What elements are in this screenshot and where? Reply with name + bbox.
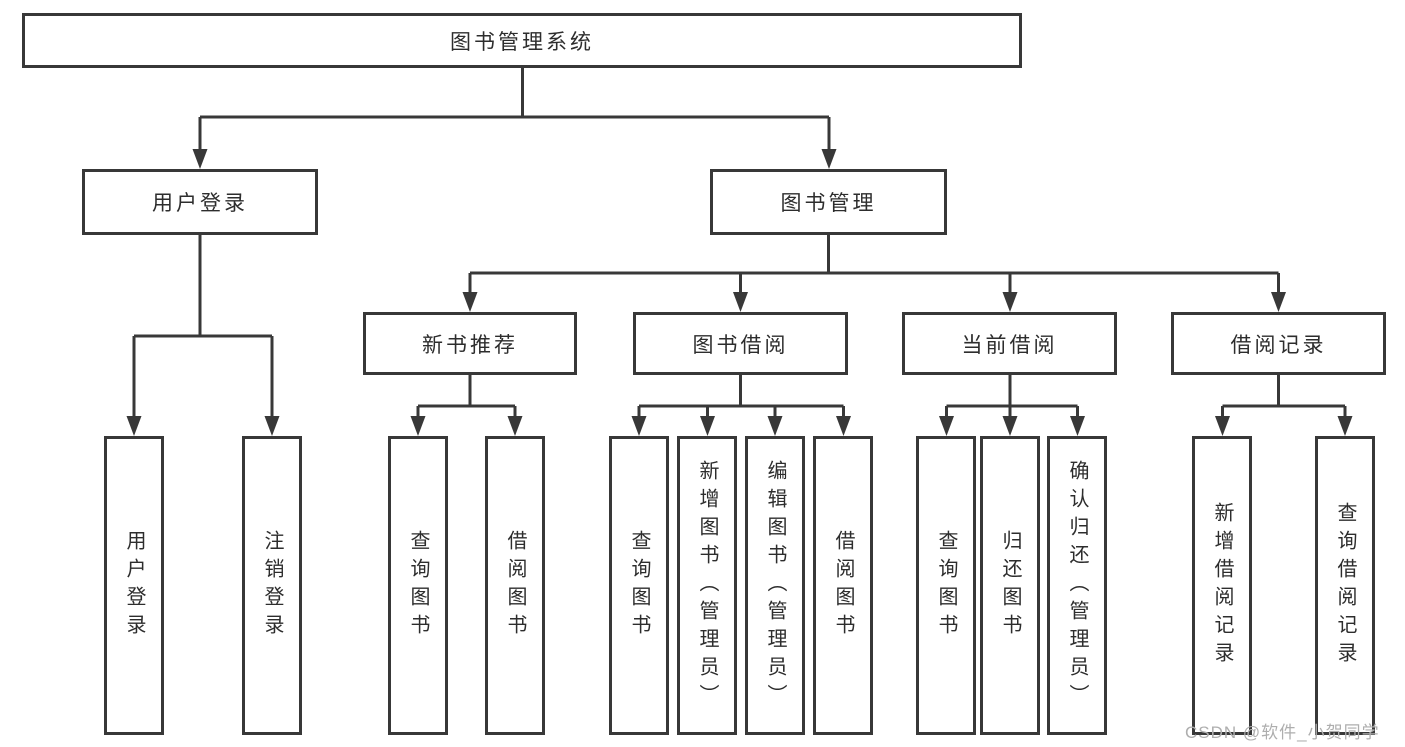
node-label: 借阅图书: [832, 529, 854, 642]
node-query-books-recommend: 查询图书: [388, 436, 448, 735]
node-label: 查询图书: [628, 529, 650, 642]
node-label: 当前借阅: [961, 333, 1058, 357]
connector-bookmgmt-to-level3: [468, 235, 1280, 294]
node-label: 借阅记录: [1230, 333, 1327, 357]
node-confirm-return-admin: 确认归还（管理员）: [1047, 436, 1107, 735]
node-library-management-system: 图书管理系统: [22, 13, 1022, 68]
node-edit-books-admin: 编辑图书（管理员）: [745, 436, 805, 735]
connector-current-to-leaves: [945, 375, 1079, 418]
node-borrow-books-recommend: 借阅图书: [485, 436, 545, 735]
arrow-down-icon: [1337, 416, 1353, 436]
node-add-books-admin: 新增图书（管理员）: [677, 436, 737, 735]
node-label: 查询图书: [407, 529, 429, 642]
node-label: 图书管理: [780, 192, 877, 215]
arrow-down-icon: [1271, 292, 1286, 312]
arrow-down-icon: [192, 149, 208, 169]
arrow-down-icon: [631, 416, 647, 436]
node-label: 新增借阅记录: [1211, 501, 1233, 670]
arrow-down-icon: [700, 416, 715, 436]
arrow-down-icon: [1002, 416, 1018, 436]
node-user-login: 用户登录: [82, 169, 318, 235]
node-logout-leaf: 注销登录: [242, 436, 302, 735]
arrow-down-icon: [836, 416, 851, 436]
arrow-down-icon: [767, 416, 783, 436]
node-label: 注销登录: [261, 529, 283, 642]
node-label: 查询图书: [935, 529, 957, 642]
node-borrowing-records: 借阅记录: [1171, 312, 1386, 375]
node-label: 用户登录: [152, 192, 248, 215]
arrow-down-icon: [264, 416, 280, 436]
connector-newbooks-to-leaves: [416, 375, 517, 418]
arrow-down-icon: [507, 416, 523, 436]
node-label: 借阅图书: [504, 529, 526, 642]
node-label: 编辑图书（管理员）: [764, 459, 786, 712]
arrow-down-icon: [1002, 292, 1018, 312]
csdn-watermark: CSDN @软件_小贺同学: [1185, 723, 1380, 742]
node-book-management: 图书管理: [710, 169, 947, 235]
node-label: 用户登录: [123, 529, 145, 642]
node-label: 图书借阅: [692, 333, 789, 357]
connector-userlogin-to-leaves: [132, 235, 274, 418]
arrow-down-icon: [462, 292, 478, 312]
node-new-book-recommend: 新书推荐: [363, 312, 577, 375]
arrow-down-icon: [733, 292, 748, 312]
node-label: 新书推荐: [422, 333, 518, 357]
node-current-borrowing: 当前借阅: [902, 312, 1117, 375]
node-label: 新增图书（管理员）: [696, 459, 718, 712]
connector-records-to-leaves: [1221, 375, 1347, 418]
arrow-down-icon: [821, 149, 837, 169]
node-book-borrowing: 图书借阅: [633, 312, 848, 375]
node-label: 确认归还（管理员）: [1066, 459, 1088, 712]
node-label: 图书管理系统: [450, 30, 594, 54]
arrow-down-icon: [939, 416, 954, 436]
node-return-books: 归还图书: [980, 436, 1040, 735]
node-query-books-borrowing: 查询图书: [609, 436, 669, 735]
node-label: 归还图书: [999, 529, 1021, 642]
connector-root-to-level2: [198, 68, 831, 151]
arrow-down-icon: [410, 416, 426, 436]
arrow-down-icon: [1070, 416, 1085, 436]
node-label: 查询借阅记录: [1334, 501, 1356, 670]
node-query-books-current: 查询图书: [916, 436, 976, 735]
node-query-borrow-record: 查询借阅记录: [1315, 436, 1375, 735]
arrow-down-icon: [126, 416, 142, 436]
node-borrow-books-leaf: 借阅图书: [813, 436, 873, 735]
node-add-borrow-record: 新增借阅记录: [1192, 436, 1252, 735]
node-user-login-leaf: 用户登录: [104, 436, 164, 735]
connector-borrow-to-leaves: [637, 375, 845, 418]
arrow-down-icon: [1215, 416, 1230, 436]
